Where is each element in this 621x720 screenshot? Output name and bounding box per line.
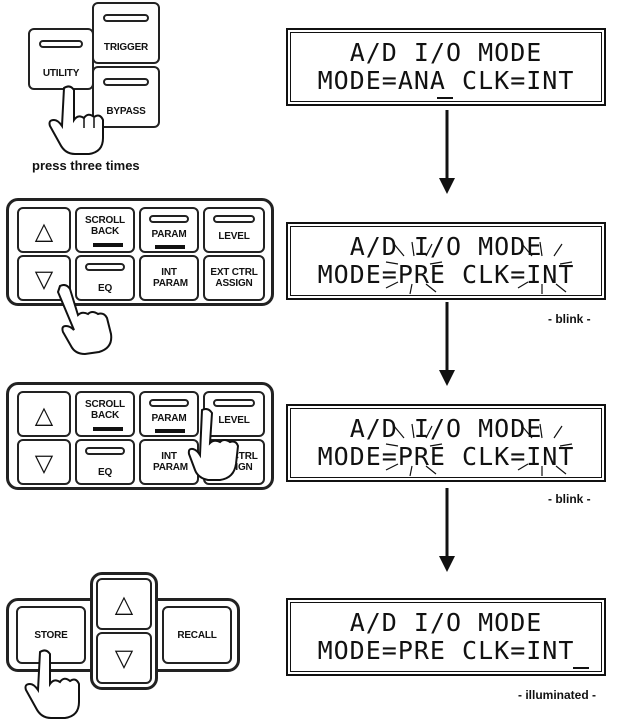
eq-label: EQ: [97, 283, 113, 294]
level-led-icon: [213, 215, 255, 223]
bypass-led-icon: [102, 78, 150, 86]
bypass-label: BYPASS: [106, 106, 146, 117]
up-triangle-icon: △: [114, 591, 134, 618]
param-button[interactable]: PARAM: [139, 391, 199, 437]
level-button[interactable]: LEVEL: [203, 391, 265, 437]
eq-led-icon: [84, 447, 126, 455]
eq-button[interactable]: EQ: [75, 255, 135, 301]
eq-button[interactable]: EQ: [75, 439, 135, 485]
int-param-label: INT PARAM: [153, 451, 188, 473]
down-triangle-icon: ▽: [114, 645, 134, 672]
up-triangle-icon: △: [34, 402, 54, 429]
int-param-button[interactable]: INT PARAM: [139, 255, 199, 301]
param-label: PARAM: [151, 229, 187, 240]
display-line2: MODE=PRE CLK=INT: [317, 636, 575, 665]
level-label: LEVEL: [218, 231, 250, 242]
display-step4: A/D I/O MODE MODE=PRE CLK=INT: [286, 598, 606, 676]
illuminated-state-label: - illuminated -: [518, 688, 596, 702]
down-arrow-icon: [439, 110, 455, 194]
step3-panel: △ ▽ SCROLL BACK PARAM LEVEL EQ INT PARAM…: [6, 382, 274, 490]
param-label: PARAM: [151, 413, 187, 424]
display-line2: MODE=PRE CLK=INT: [317, 260, 575, 289]
int-param-button[interactable]: INT PARAM: [139, 439, 199, 485]
trigger-button[interactable]: TRIGGER: [92, 2, 160, 64]
step1-panel: TRIGGER UTILITY BYPASS: [26, 0, 166, 130]
blink-state-label: - blink -: [548, 312, 591, 326]
display-line1: A/D I/O MODE: [349, 232, 543, 261]
display-step3: A/D I/O MODE MODE=PRE CLK=INT: [286, 404, 606, 482]
display-step2: A/D I/O MODE MODE=PRE CLK=INT: [286, 222, 606, 300]
blink-marks-icon: [385, 241, 573, 295]
recall-button[interactable]: RECALL: [162, 606, 232, 664]
ext-ctrl-assign-button[interactable]: EXT CTRL ASSIGN: [203, 255, 265, 301]
down-triangle-icon: ▽: [34, 266, 54, 293]
down-arrow-icon: [439, 302, 455, 386]
down-arrow-icon: [439, 488, 455, 572]
pointing-hand-icon: [56, 284, 113, 356]
display-line1: A/D I/O MODE: [349, 414, 543, 443]
param-led-icon: [148, 215, 190, 223]
level-label: LEVEL: [218, 415, 250, 426]
utility-led-icon: [38, 40, 84, 48]
scroll-back-button[interactable]: SCROLL BACK: [75, 207, 135, 253]
left-arrow-icon: [93, 243, 123, 247]
step4-panel: STORE RECALL △ ▽: [6, 572, 246, 690]
display-line2: MODE=ANA CLK=INT: [317, 66, 575, 95]
store-label: STORE: [34, 630, 68, 641]
cursor-underline: [437, 97, 453, 99]
trigger-led-icon: [102, 14, 150, 22]
down-arrow-button[interactable]: ▽: [17, 439, 71, 485]
up-arrow-button[interactable]: △: [17, 391, 71, 437]
bypass-button[interactable]: BYPASS: [92, 66, 160, 128]
display-line1: A/D I/O MODE: [349, 608, 543, 637]
left-arrow-icon: [93, 427, 123, 431]
blink-state-label: - blink -: [548, 492, 591, 506]
down-triangle-icon: ▽: [34, 450, 54, 477]
eq-label: EQ: [97, 467, 113, 478]
scroll-back-button[interactable]: SCROLL BACK: [75, 391, 135, 437]
recall-label: RECALL: [177, 630, 217, 641]
display-line2: MODE=PRE CLK=INT: [317, 442, 575, 471]
down-arrow-button[interactable]: ▽: [96, 632, 152, 684]
display-step1: A/D I/O MODE MODE=ANA CLK=INT: [286, 28, 606, 106]
int-param-label: INT PARAM: [153, 267, 188, 289]
press-three-times-caption: press three times: [32, 158, 140, 173]
utility-button[interactable]: UTILITY: [28, 28, 94, 90]
param-button[interactable]: PARAM: [139, 207, 199, 253]
pointing-hand-icon: [24, 649, 80, 719]
pointing-hand-icon: [187, 408, 240, 481]
eq-led-icon: [84, 263, 126, 271]
right-arrow-icon: [155, 245, 185, 249]
scroll-back-label: SCROLL BACK: [85, 399, 125, 421]
pointing-hand-icon: [48, 85, 104, 155]
param-led-icon: [148, 399, 190, 407]
level-led-icon: [213, 399, 255, 407]
blink-marks-icon: [385, 423, 573, 477]
up-arrow-button[interactable]: △: [17, 207, 71, 253]
scroll-back-label: SCROLL BACK: [85, 215, 125, 237]
trigger-label: TRIGGER: [103, 42, 149, 53]
up-arrow-button[interactable]: △: [96, 578, 152, 630]
step2-panel: △ ▽ SCROLL BACK PARAM LEVEL EQ INT PARAM…: [6, 198, 274, 306]
utility-label: UTILITY: [42, 68, 80, 79]
right-arrow-icon: [155, 429, 185, 433]
level-button[interactable]: LEVEL: [203, 207, 265, 253]
display-line1: A/D I/O MODE: [349, 38, 543, 67]
ext-ctrl-assign-label: EXT CTRL ASSIGN: [210, 267, 258, 289]
up-triangle-icon: △: [34, 218, 54, 245]
cursor-underline: [573, 667, 589, 669]
